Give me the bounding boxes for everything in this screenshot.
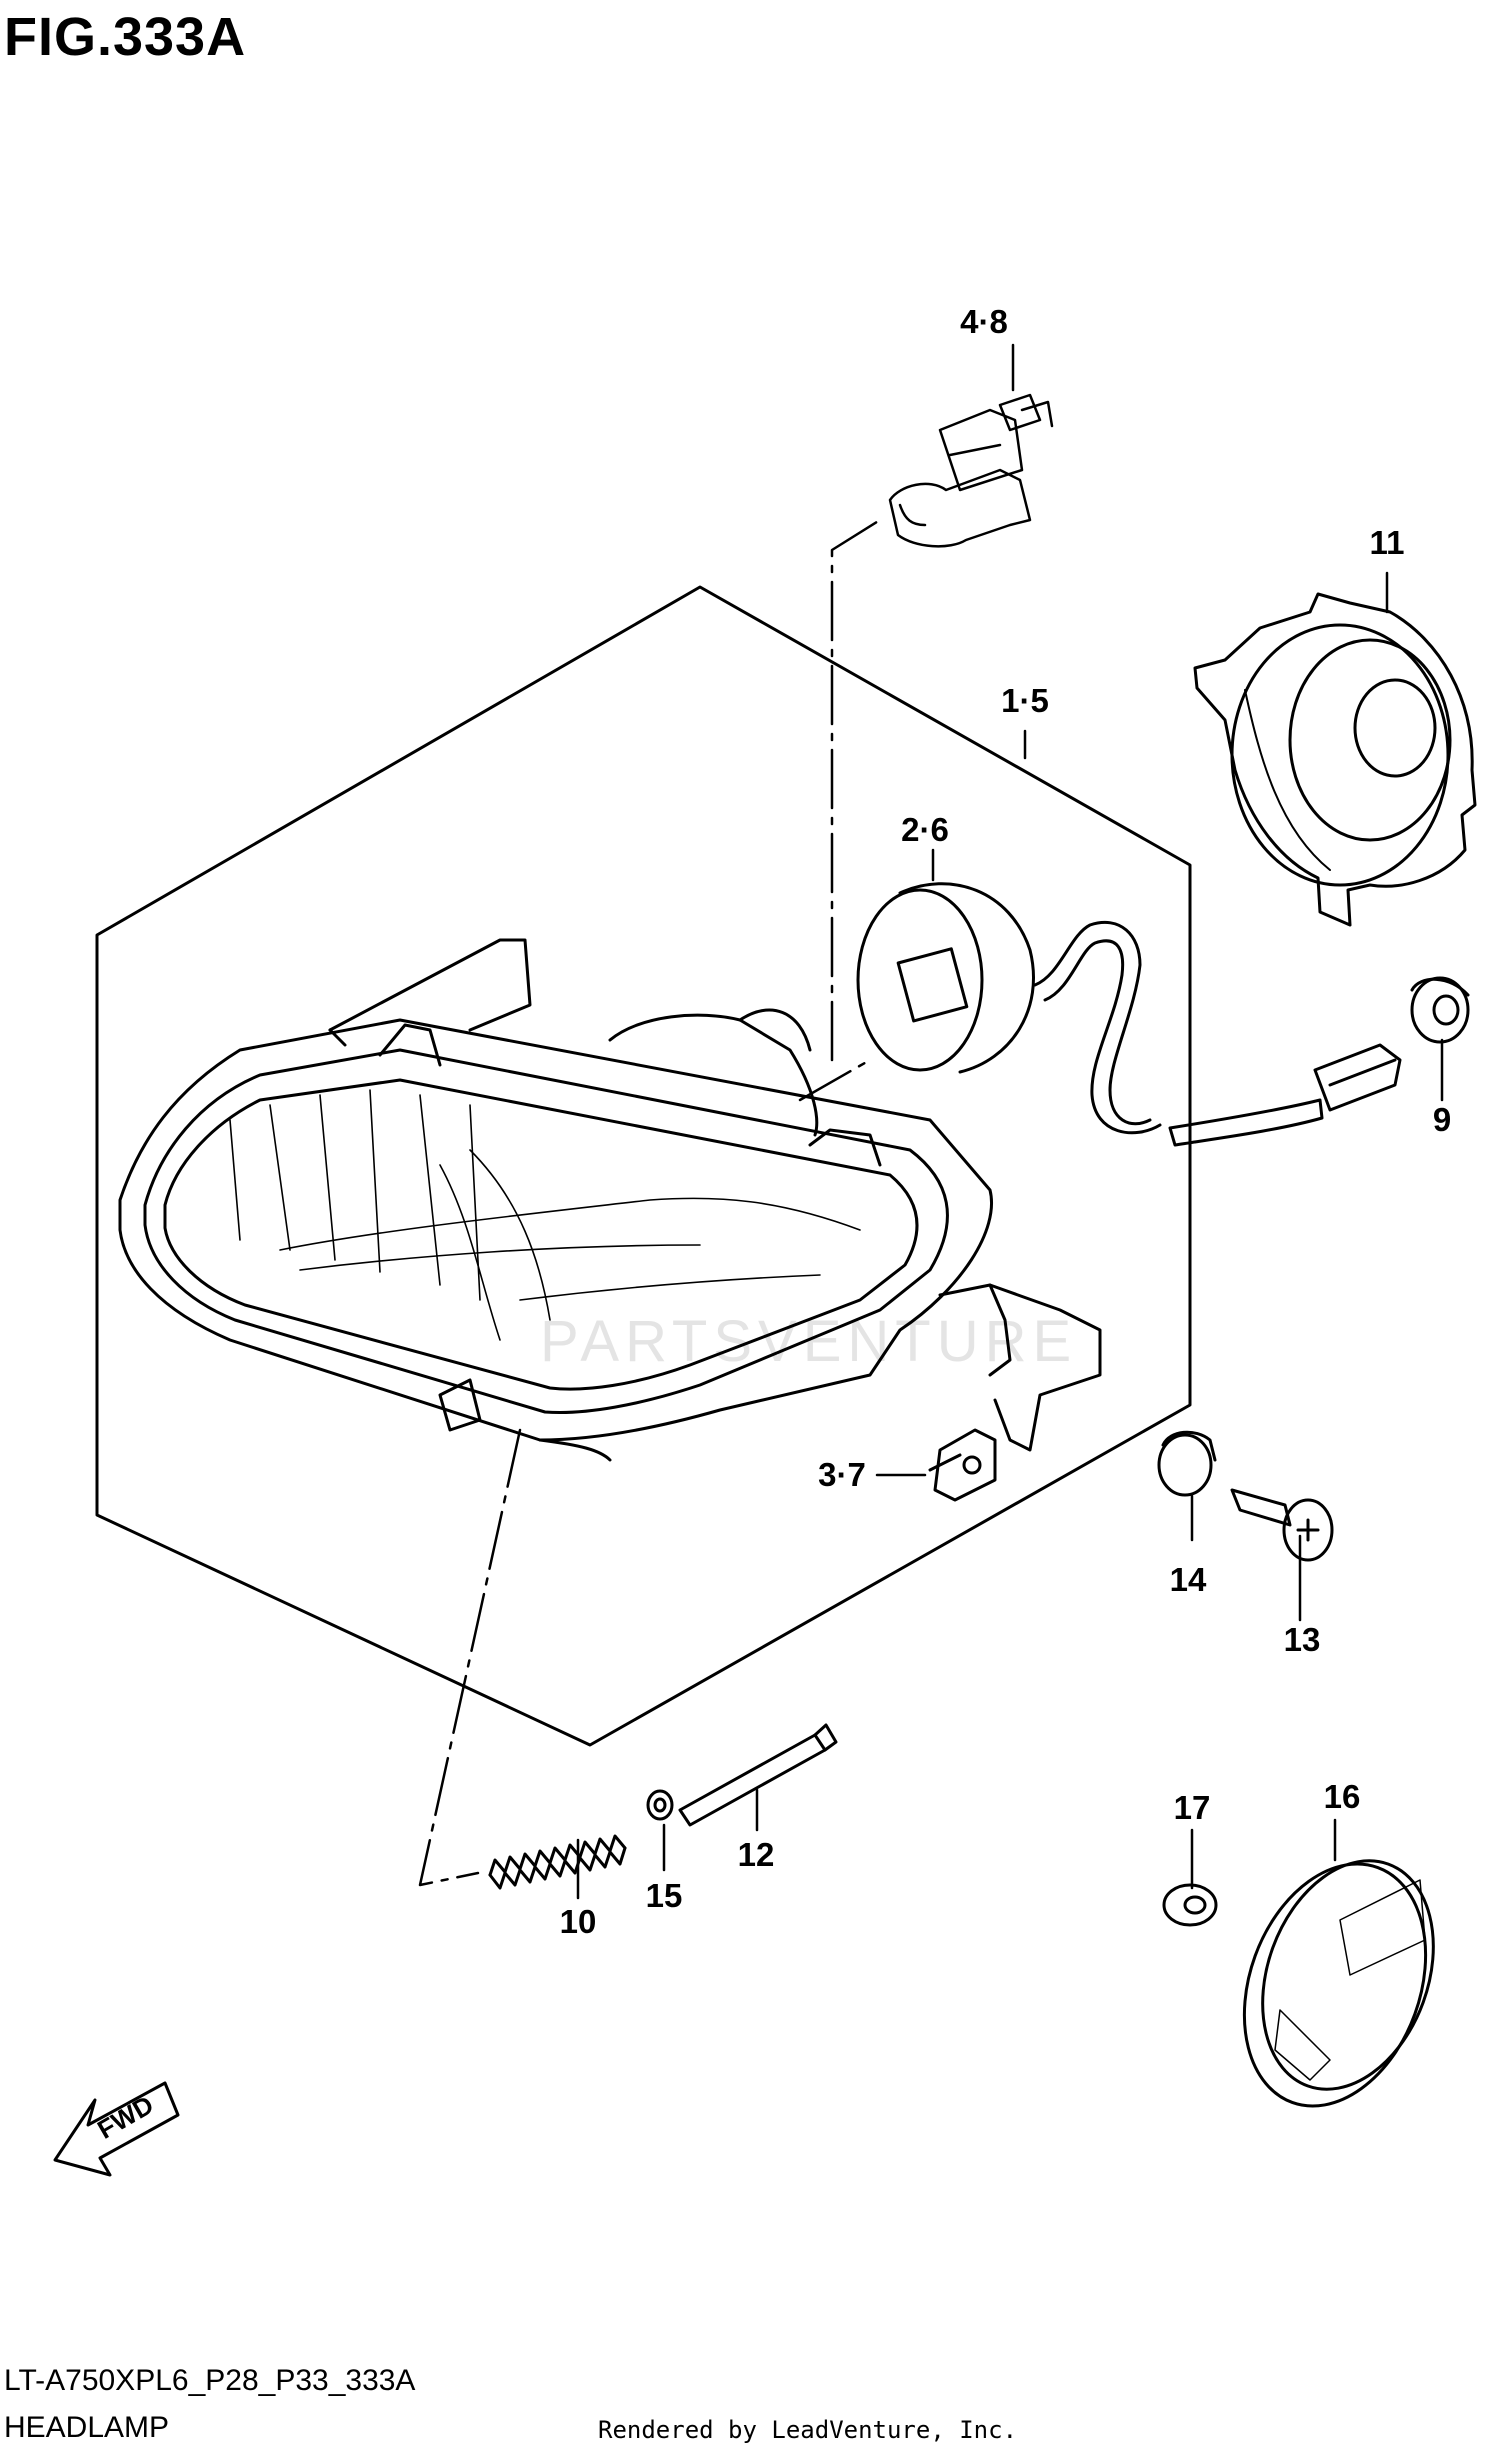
fwd-arrow-icon	[53, 2081, 180, 2177]
footer-credit: Rendered by LeadVenture, Inc.	[598, 2416, 1018, 2444]
bulb-icon	[888, 393, 1054, 548]
callout-9[interactable]: 9	[1432, 1101, 1452, 1138]
leader-lines	[576, 343, 1444, 1900]
callout-12[interactable]: 12	[737, 1836, 775, 1873]
socket-icon	[856, 882, 1402, 1147]
cover-ring-icon	[1193, 592, 1477, 927]
headlamp-housing-icon	[118, 938, 1102, 1462]
callout-16[interactable]: 16	[1323, 1778, 1361, 1815]
reflector-icon	[1242, 1859, 1435, 2108]
callout-4-8[interactable]: 4·8	[960, 303, 1008, 340]
figure-title: FIG.333A	[4, 7, 247, 67]
nut-icon	[1162, 1883, 1218, 1927]
cushion-icon	[1157, 1430, 1217, 1497]
screw-icon	[1230, 1488, 1334, 1562]
callout-13[interactable]: 13	[1283, 1621, 1321, 1658]
callout-1-5[interactable]: 1·5	[1001, 682, 1049, 719]
assembly-outline	[95, 585, 1192, 1747]
callout-17[interactable]: 17	[1173, 1789, 1211, 1826]
spring-icon	[488, 1834, 627, 1890]
callout-11[interactable]: 11	[1369, 524, 1405, 561]
dashed-guide-lines	[418, 518, 882, 1887]
figure-description: HEADLAMP	[4, 2411, 170, 2444]
adjusting-screw-icon	[678, 1723, 838, 1827]
grommet-icon	[1410, 976, 1470, 1044]
callout-10[interactable]: 10	[559, 1903, 597, 1940]
callout-3-7[interactable]: 3·7	[818, 1456, 866, 1493]
callout-2-6[interactable]: 2·6	[901, 811, 949, 848]
model-code: LT-A750XPL6_P28_P33_333A	[4, 2364, 416, 2397]
washer-icon	[646, 1789, 674, 1821]
callout-14[interactable]: 14	[1169, 1561, 1207, 1598]
clip-icon	[928, 1428, 997, 1502]
callout-15[interactable]: 15	[645, 1877, 683, 1914]
